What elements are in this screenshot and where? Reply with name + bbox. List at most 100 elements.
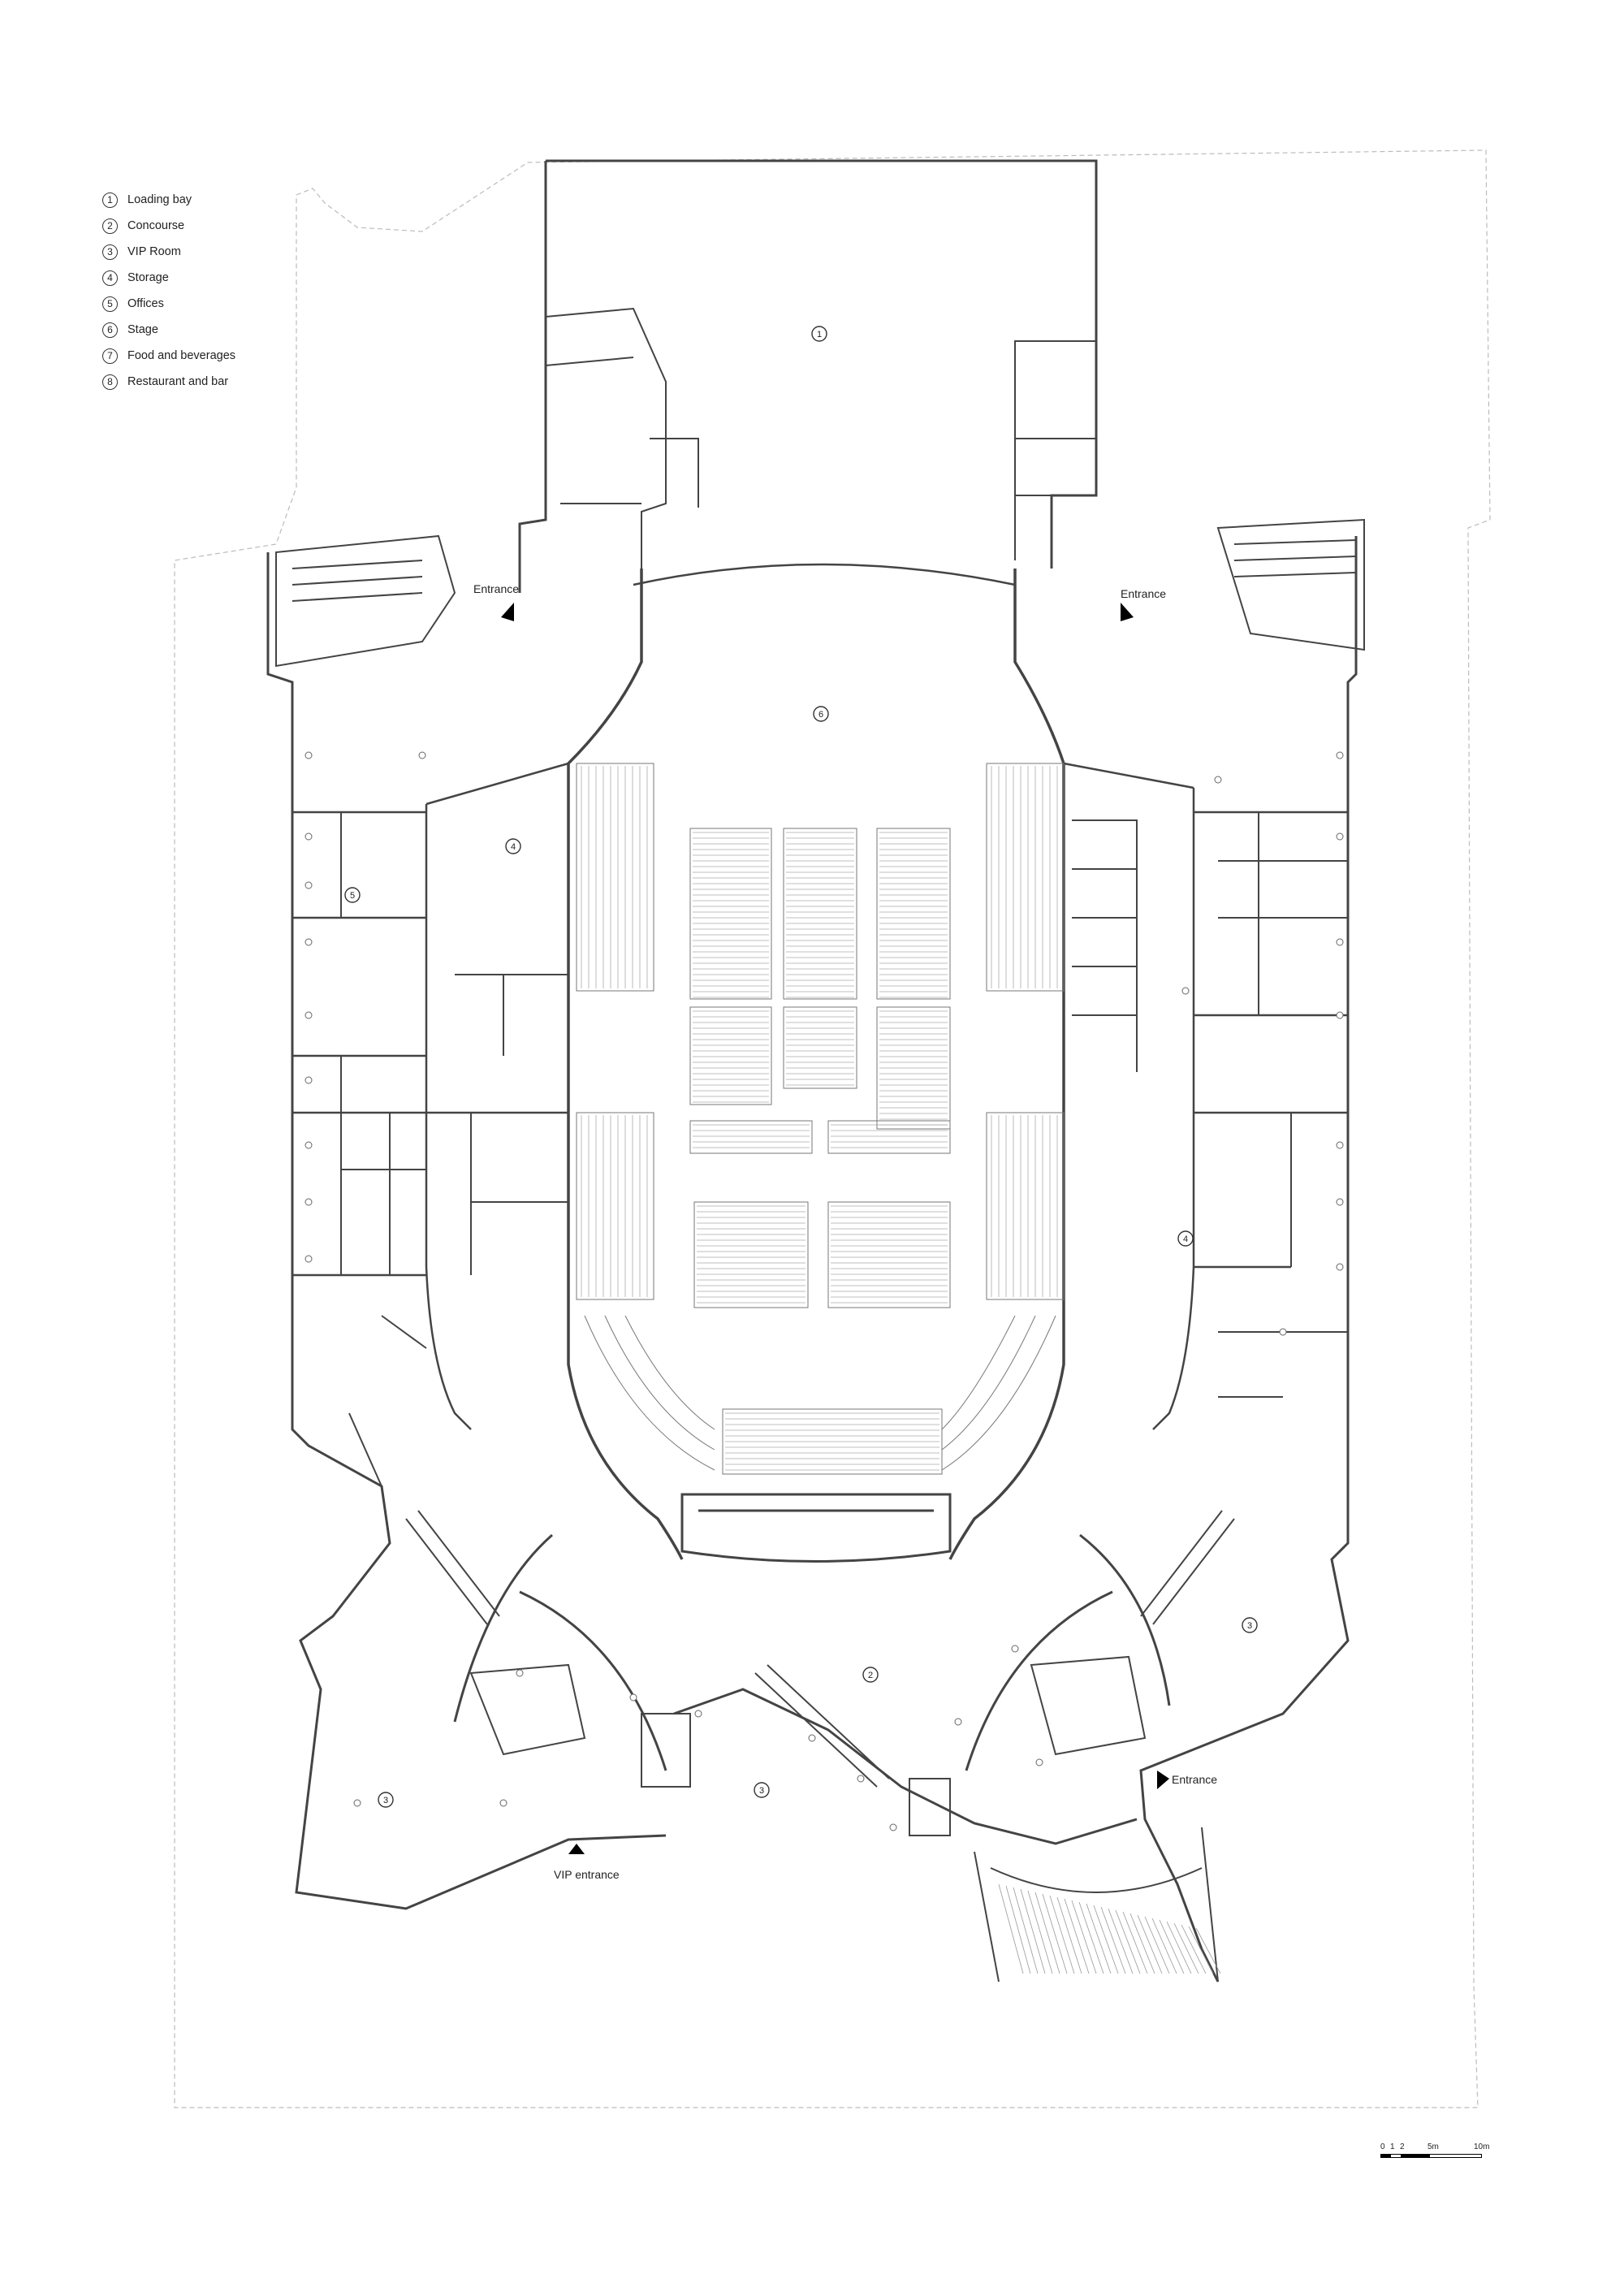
- scale-segment: [1381, 2155, 1391, 2157]
- bottom-ramp: [974, 1827, 1219, 1983]
- legend-number: 7: [102, 348, 118, 364]
- column: [1214, 776, 1222, 784]
- ramp-line: [1144, 1916, 1170, 1974]
- legend-item: 2 Concourse: [102, 213, 235, 239]
- ramp-line: [1108, 1908, 1134, 1974]
- left-offices-partitions: [340, 812, 569, 1487]
- scale-label: 2: [1400, 2143, 1405, 2151]
- stage-bottom: [680, 1493, 952, 1563]
- ramp-line: [1034, 1892, 1060, 1974]
- column: [304, 881, 313, 889]
- label-stage: 6: [818, 710, 823, 720]
- legend-label: Restaurant and bar: [127, 375, 229, 388]
- column: [1336, 938, 1344, 946]
- lobby-wall: [673, 1688, 1138, 1845]
- entrance-arrow-right: [1121, 603, 1134, 621]
- legend-item: 3 VIP Room: [102, 239, 235, 265]
- marker-vip-right: [1242, 1617, 1258, 1633]
- column: [1011, 1645, 1019, 1653]
- right-stair: [1216, 518, 1365, 651]
- legend-number: 2: [102, 218, 118, 234]
- label-vip-center: 3: [759, 1786, 764, 1796]
- ramp-line: [1181, 1924, 1207, 1974]
- entrance-arrow-left: [501, 603, 514, 621]
- entrance-label-right: Entrance: [1121, 587, 1166, 600]
- column: [889, 1823, 897, 1831]
- loading-bay-walls: [518, 159, 1098, 593]
- entrance-label-left: Entrance: [473, 582, 519, 595]
- column: [857, 1775, 865, 1783]
- ramp-line: [1166, 1921, 1192, 1974]
- ramp-line: [1071, 1900, 1097, 1974]
- marker-offices: [344, 887, 361, 903]
- concourse-arcs: [453, 1533, 1171, 1771]
- marker-storage-right: [1177, 1230, 1194, 1247]
- label-offices: 5: [350, 891, 355, 901]
- ramp-line: [1100, 1906, 1126, 1974]
- column: [629, 1693, 637, 1701]
- column: [1336, 832, 1344, 841]
- legend-number: 4: [102, 270, 118, 286]
- column: [353, 1799, 361, 1807]
- marker-storage-left: [505, 838, 521, 854]
- column: [1035, 1758, 1043, 1766]
- ramp-line: [1129, 1913, 1155, 1974]
- column: [304, 1198, 313, 1206]
- legend-label: Food and beverages: [127, 349, 236, 362]
- label-storage-left: 4: [511, 842, 516, 852]
- left-wing-inner: [292, 762, 569, 1430]
- stage-front-arc: [633, 563, 1016, 586]
- legend-item: 7 Food and beverages: [102, 343, 235, 369]
- legend-label: Concourse: [127, 219, 185, 232]
- column: [304, 1255, 313, 1263]
- legend-label: Storage: [127, 271, 169, 284]
- column: [694, 1710, 702, 1718]
- scale-segment: [1401, 2155, 1430, 2157]
- legend-label: VIP Room: [127, 245, 181, 258]
- column: [1336, 1198, 1344, 1206]
- ramp-line: [1137, 1914, 1163, 1974]
- ramp-line: [1195, 1927, 1221, 1974]
- column: [304, 1011, 313, 1019]
- seating-blocks: [576, 763, 1065, 1475]
- label-concourse: 2: [868, 1671, 873, 1680]
- column: [304, 751, 313, 759]
- legend-number: 6: [102, 322, 118, 338]
- ramp-line: [1078, 1901, 1104, 1974]
- ramp-line: [1020, 1888, 1046, 1974]
- columns: [304, 751, 1344, 1831]
- column: [304, 1076, 313, 1084]
- column: [418, 751, 426, 759]
- room-markers: [344, 326, 1258, 1808]
- label-storage-right: 4: [1183, 1234, 1188, 1244]
- ramp-line: [1093, 1905, 1119, 1974]
- column: [954, 1718, 962, 1726]
- legend-number: 1: [102, 192, 118, 208]
- column: [304, 832, 313, 841]
- legend: 1 Loading bay 2 Concourse 3 VIP Room 4 Storage 5…: [102, 187, 235, 395]
- legend-number: 5: [102, 296, 118, 312]
- marker-loading-bay: [811, 326, 827, 342]
- label-loading-bay: 1: [817, 330, 822, 339]
- column: [1336, 1263, 1344, 1271]
- entrance-arrow-bottom-right: [1157, 1771, 1169, 1789]
- legend-number: 8: [102, 374, 118, 390]
- column: [1279, 1328, 1287, 1336]
- legend-item: 1 Loading bay: [102, 187, 235, 213]
- ramp-line: [1013, 1887, 1039, 1974]
- legend-label: Offices: [127, 297, 164, 310]
- scale-label: 10m: [1474, 2143, 1490, 2151]
- ramp-line: [1173, 1922, 1199, 1974]
- legend-label: Loading bay: [127, 193, 192, 206]
- legend-number: 3: [102, 244, 118, 260]
- escalators: [405, 1510, 1235, 1788]
- column: [808, 1734, 816, 1742]
- loading-bay-rooms-left: [545, 307, 699, 569]
- ramp-line: [1049, 1895, 1075, 1974]
- scale-ruler: [1380, 2154, 1482, 2158]
- vip-entrance-arrow: [568, 1844, 585, 1854]
- right-wing-inner: [1063, 762, 1348, 1430]
- ramp-line: [1115, 1909, 1141, 1974]
- ramp-hatching: [998, 1883, 1221, 1974]
